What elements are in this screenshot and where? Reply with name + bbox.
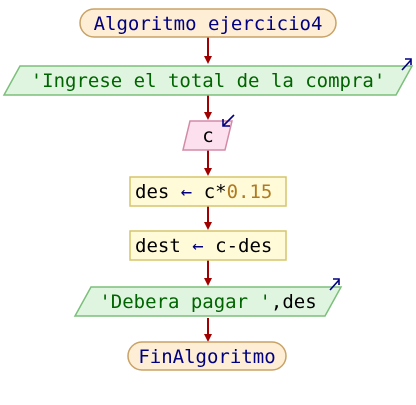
end-label: FinAlgoritmo: [138, 346, 275, 368]
assign2-expr: c-des: [215, 235, 272, 257]
output-block-2[interactable]: 'Debera pagar ',des: [73, 278, 343, 317]
start-terminal[interactable]: Algoritmo ejercicio4: [79, 8, 337, 38]
process-block-1[interactable]: des ← c*0.15: [129, 176, 287, 207]
output2-text: 'Debera pagar ',des: [99, 291, 316, 313]
assign1-expr-num: 0.15: [227, 181, 273, 203]
output2-rest: ,des: [271, 291, 317, 313]
assign1-expr-var: c*: [204, 181, 227, 203]
assign1-var: des: [135, 181, 169, 203]
assign1-expression: des ← c*0.15: [135, 181, 272, 203]
output-block-1[interactable]: 'Ingrese el total de la compra': [2, 58, 414, 96]
input-indicator-icon: [222, 114, 235, 127]
assign1-arrow: ←: [181, 181, 192, 203]
assign2-arrow: ←: [192, 235, 203, 257]
process-block-2[interactable]: dest ← c-des: [129, 230, 287, 261]
output1-text: 'Ingrese el total de la compra': [31, 70, 386, 92]
assign2-expression: dest ← c-des: [135, 235, 272, 257]
input-block-1[interactable]: c: [182, 114, 235, 151]
output2-str: 'Debera pagar ': [99, 291, 271, 313]
input1-var: c: [202, 125, 213, 147]
output-indicator-icon: [401, 58, 412, 71]
output-indicator-icon: [329, 278, 340, 291]
start-label: Algoritmo ejercicio4: [94, 13, 323, 35]
assign2-var: dest: [135, 235, 181, 257]
end-terminal[interactable]: FinAlgoritmo: [127, 341, 287, 371]
